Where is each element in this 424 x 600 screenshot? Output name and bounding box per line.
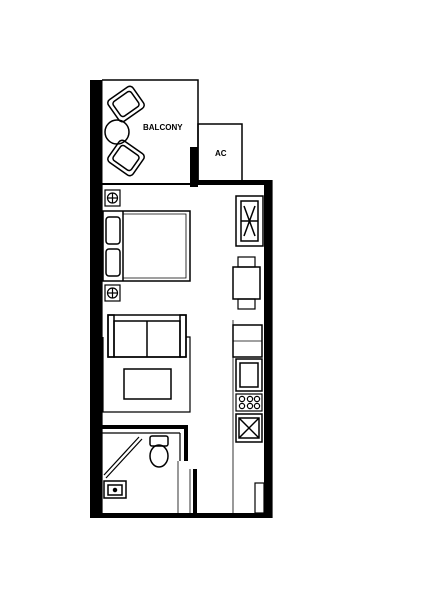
bathroom-outline [102, 432, 191, 513]
bathroom-sink [103, 480, 127, 499]
balcony-chair [107, 85, 145, 123]
cabinet [235, 358, 263, 392]
dining-table [232, 266, 261, 300]
balcony-label: BALCONY [143, 123, 183, 132]
shower-screen [103, 436, 143, 479]
wall-outlines [101, 180, 273, 518]
double-bed [102, 210, 191, 282]
refrigerator [232, 324, 263, 358]
balcony-table [104, 119, 130, 145]
balcony-chair [107, 139, 145, 177]
wardrobe [235, 195, 264, 247]
kitchen-sink [235, 413, 263, 443]
ac-ledge [197, 123, 243, 183]
toilet [149, 435, 169, 468]
nightstand [104, 284, 121, 302]
dining-chair [237, 256, 256, 268]
coffee-table [123, 368, 172, 400]
cooktop [235, 393, 263, 412]
living-area-outline [102, 336, 191, 413]
ac-label: AC [215, 149, 227, 158]
balcony-door [190, 147, 198, 187]
bathroom-walls [102, 425, 197, 513]
entry-door [254, 482, 265, 514]
sofa [107, 314, 187, 358]
nightstand [104, 189, 121, 207]
dining-chair [237, 298, 256, 310]
